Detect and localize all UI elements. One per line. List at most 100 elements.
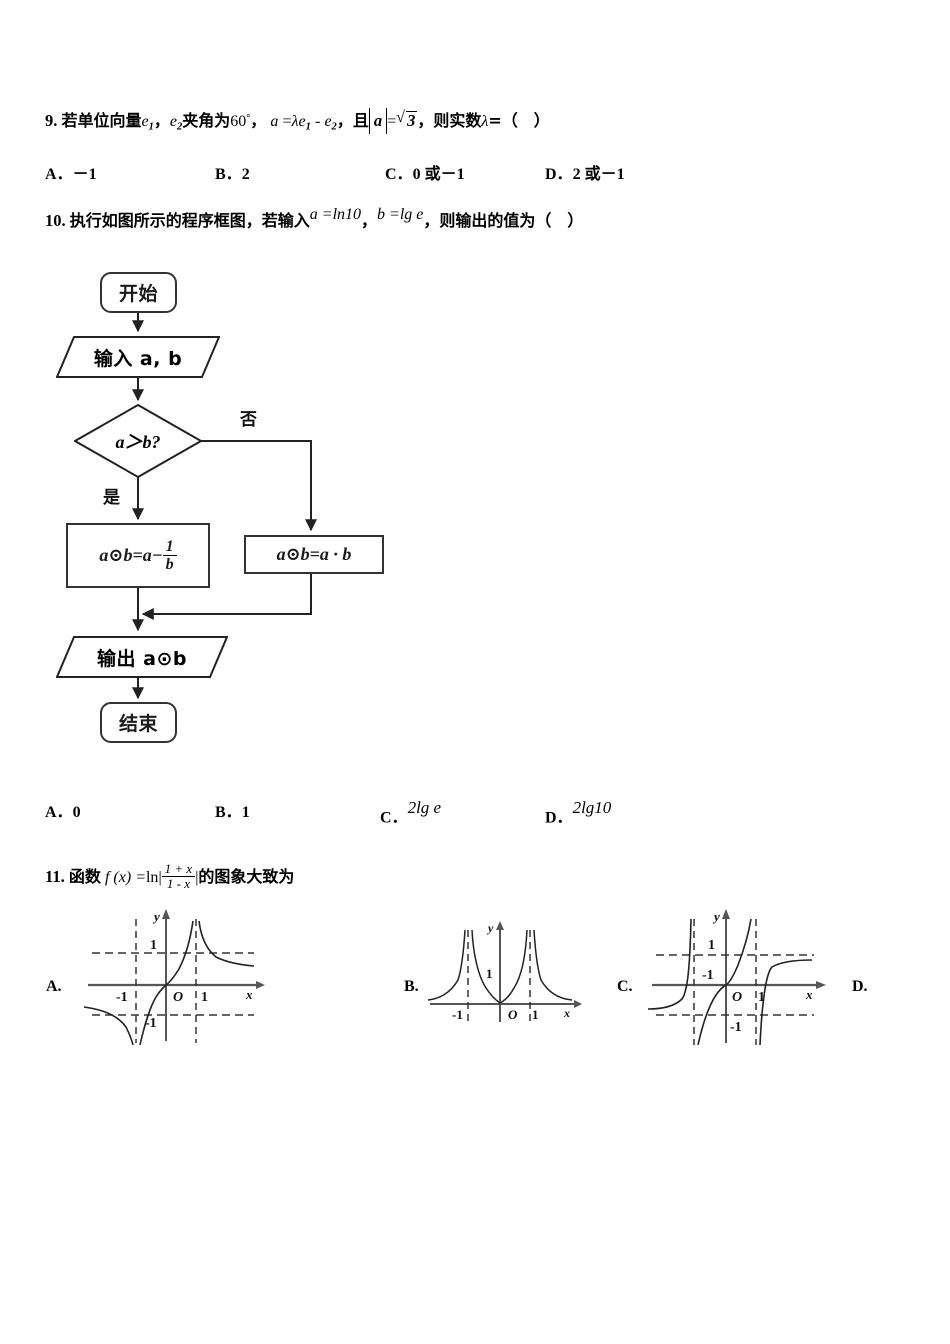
q10-comma-2: ，	[423, 211, 440, 231]
svg-text:x: x	[245, 987, 253, 1002]
q10-option-b-label: B．	[215, 804, 242, 821]
flowchart-node-no-branch: a⊙b=a · b	[244, 535, 384, 574]
q11-ln: ln	[145, 868, 159, 886]
q9-e2-sub: 2	[177, 121, 183, 133]
flowchart-condition-label: a＞b?	[115, 432, 161, 452]
svg-text:x: x	[805, 987, 813, 1002]
q9-angle-unit: °	[246, 113, 251, 124]
flowchart-start-label: 开始	[118, 283, 158, 305]
fraction-numerator: 1	[165, 537, 174, 555]
q9-e1: e	[141, 113, 149, 130]
q9-abs-a: a	[368, 108, 388, 134]
svg-text:y: y	[486, 921, 494, 935]
q9-option-b-label: B．	[215, 166, 242, 183]
svg-text:1: 1	[486, 966, 493, 981]
question-11-option-a-label[interactable]: A.	[46, 978, 62, 995]
q9-option-a-text: －1	[72, 166, 97, 183]
svg-text:-1: -1	[116, 990, 128, 1005]
question-11-option-d-label[interactable]: D.	[852, 978, 868, 995]
flowchart-node-end: 结束	[100, 702, 177, 743]
graph-c-svg: 1 -1 O 1 -1 y x	[647, 909, 826, 1046]
question-11-graph-b: -1 O 1 1 y x	[424, 916, 584, 1039]
question-10-option-a[interactable]: A．0	[45, 798, 81, 822]
diamond-condition-shape	[72, 403, 204, 479]
question-10-stem: 10. 执行如图所示的程序框图，若输入a =ln10，b =lg e，则输出的值…	[45, 207, 583, 230]
flowchart-node-input: 输入 a, b	[55, 336, 221, 378]
question-9-option-b[interactable]: B．2	[215, 160, 250, 184]
question-10-option-b[interactable]: B．1	[215, 798, 250, 822]
svg-text:1: 1	[201, 990, 208, 1005]
q9-option-b-text: 2	[241, 166, 250, 183]
flowchart-edge-label-yes: 是	[103, 488, 120, 508]
q9-comma-3: ，	[336, 111, 353, 130]
q9-e1b: e	[298, 113, 306, 130]
flowchart-node-condition: a＞b?	[72, 403, 204, 479]
flowchart-edge-label-no: 否	[240, 410, 257, 430]
q10-option-b-text: 1	[241, 804, 250, 821]
question-9-stem: 9. 若单位向量e1，e2夹角为60°， a =λe1 - e2，且a=3，则实…	[45, 108, 550, 134]
q9-option-c-label: C．	[385, 166, 413, 183]
flowchart-yes-branch-lhs: a⊙b=a−	[99, 545, 163, 565]
parallelogram-output-shape	[55, 636, 229, 678]
q9-e1b-sub: 1	[305, 121, 311, 133]
svg-text:-1: -1	[145, 1016, 157, 1031]
q9-equals-1: =	[282, 113, 292, 130]
question-10-option-c[interactable]: C．2lg e	[380, 798, 441, 827]
svg-text:1: 1	[532, 1007, 539, 1022]
q11-fx: f (x) =	[104, 868, 146, 886]
svg-text:1: 1	[708, 938, 715, 953]
q9-comma-1: ，	[153, 111, 170, 130]
q9-text-4: 则实数	[433, 111, 482, 130]
svg-text:O: O	[173, 990, 183, 1005]
svg-text:O: O	[732, 990, 742, 1005]
svg-text:1: 1	[758, 990, 765, 1005]
question-9-number: 9.	[45, 111, 58, 130]
q9-lambda-2: λ	[481, 113, 489, 130]
q11-bar-open: |	[158, 868, 162, 886]
question-11-graph-c: 1 -1 O 1 -1 y x	[646, 903, 831, 1053]
q9-comma-2: ，	[250, 111, 267, 130]
parallelogram-input-shape	[55, 336, 221, 378]
q9-minus: -	[314, 113, 321, 130]
svg-text:O: O	[508, 1007, 518, 1022]
q10-comma-1: ，	[361, 211, 378, 231]
q9-vector-a: a	[270, 113, 279, 130]
q9-equals-3: =（ ）	[488, 111, 550, 130]
q9-angle: 60	[230, 113, 247, 130]
question-10-number: 10.	[45, 211, 66, 231]
question-11-number: 11.	[45, 866, 65, 886]
flowchart-node-start: 开始	[100, 272, 177, 313]
question-11-graph-a: -1 O 1 1 -1 y x	[78, 903, 268, 1053]
q9-text-3: 且	[352, 111, 369, 130]
q10-option-c-text: 2lg e	[407, 798, 442, 817]
graph-a-svg: -1 O 1 1 -1 y x	[83, 909, 265, 1046]
q10-option-a-text: 0	[72, 804, 81, 821]
q9-equals-2: =	[387, 113, 397, 130]
flowchart-no-branch-label: a⊙b=a · b	[276, 544, 352, 564]
flowchart-input-label: 输入 a, b	[93, 347, 183, 370]
q9-sqrt-radicand: 3	[406, 111, 418, 130]
q9-text-1: 若单位向量	[61, 111, 142, 130]
q10-input-b: b =lg e	[377, 206, 424, 223]
q11-fraction-numerator: 1 + x	[164, 861, 193, 876]
svg-text:1: 1	[150, 938, 157, 953]
question-9-option-c[interactable]: C．0 或－1	[385, 160, 465, 184]
q10-option-d-label: D．	[545, 809, 573, 827]
flowchart-node-output: 输出 a⊙b	[55, 636, 229, 678]
q11-bar-close: |	[195, 868, 199, 886]
q9-comma-4: ，	[417, 111, 434, 130]
q9-e2b-sub: 2	[331, 121, 337, 133]
q9-option-c-text: 0 或－1	[412, 166, 465, 183]
question-9-option-a[interactable]: A．－1	[45, 160, 97, 184]
q10-input-a: a =ln10	[309, 206, 362, 223]
q11-text-2: 的图象大致为	[198, 866, 295, 886]
question-11-option-c-label[interactable]: C.	[617, 978, 633, 995]
question-9-option-d[interactable]: D．2 或－1	[545, 160, 625, 184]
question-11-option-b-label[interactable]: B.	[404, 978, 419, 995]
q9-lambda: λ	[291, 113, 299, 130]
q11-fraction-denominator: 1 - x	[161, 876, 196, 891]
question-10-option-d[interactable]: D．2lg10	[545, 798, 611, 827]
